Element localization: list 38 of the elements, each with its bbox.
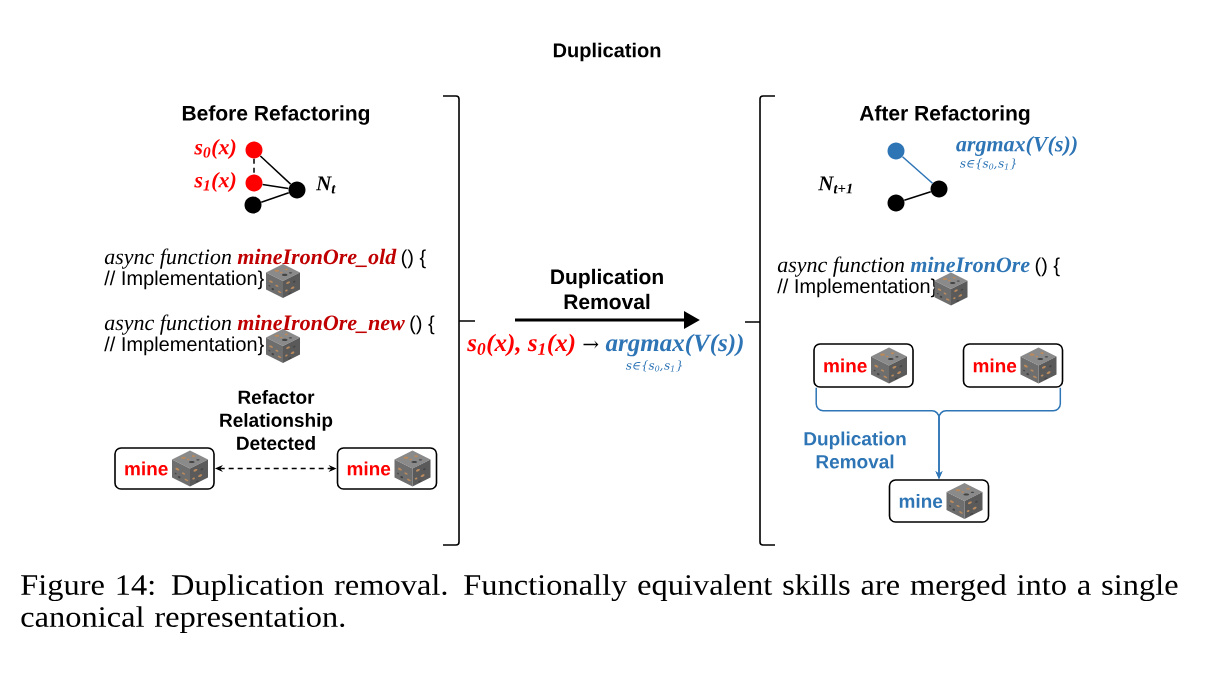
graph-label: N$_{t+1}$ [818,176,852,194]
skill-box: mine [336,447,438,490]
skill-box: mine [813,343,914,388]
code-keywords: async function [104,314,231,335]
code-comment: // Implementation} [104,336,264,356]
formula-subscript: s∈{s$_{0}$,s$_{1}$} [625,360,683,372]
skill-box: mine [114,447,215,490]
code-brackets: () { [1035,257,1060,277]
function-name: mineIronOre_old [237,248,397,268]
graph-node [244,196,262,214]
skill-box: mine [962,343,1064,388]
function-name: mineIronOre [910,256,1030,273]
diagram-title: Duplication [553,42,661,62]
code-comment: // Implementation} [104,270,264,290]
code-brackets: () { [401,249,426,269]
function-name: mineIronOre_new [237,314,405,334]
code-keywords: async function [104,248,231,269]
graph-node [887,142,905,160]
skill-box: mine [888,479,990,523]
graph-node [245,141,263,159]
node-label: s$_{0}$(x) [194,139,236,159]
formula-term: argmax(V(s)) [605,333,743,357]
node-label: s$_{1}$(x) [194,172,236,192]
node-label: argmax(V(s)) [956,136,1077,156]
formula-term: s$_{0}$(x), s$_{1}$(x) [467,333,575,357]
code-comment: // Implementation} [777,278,937,298]
node-label: s∈{s$_{0}$,s$_{1}$} [959,158,1017,170]
graph-node [245,174,263,192]
code-keywords: async function [777,256,904,277]
figure-caption: Figure 14: Duplication removal. Functionally equivalent skills are merged into a single canonical representation. [21,574,1178,633]
edge-label: Duplication Removal [804,431,906,469]
graph-node [288,181,306,199]
code-brackets: () { [410,315,435,335]
graph-node [887,194,905,212]
arrow-label: Duplication Removal [551,268,663,310]
graph-node [930,180,948,198]
edge-label: Refactor Relationship Detected [220,390,333,450]
formula-arrow: → [583,340,599,349]
